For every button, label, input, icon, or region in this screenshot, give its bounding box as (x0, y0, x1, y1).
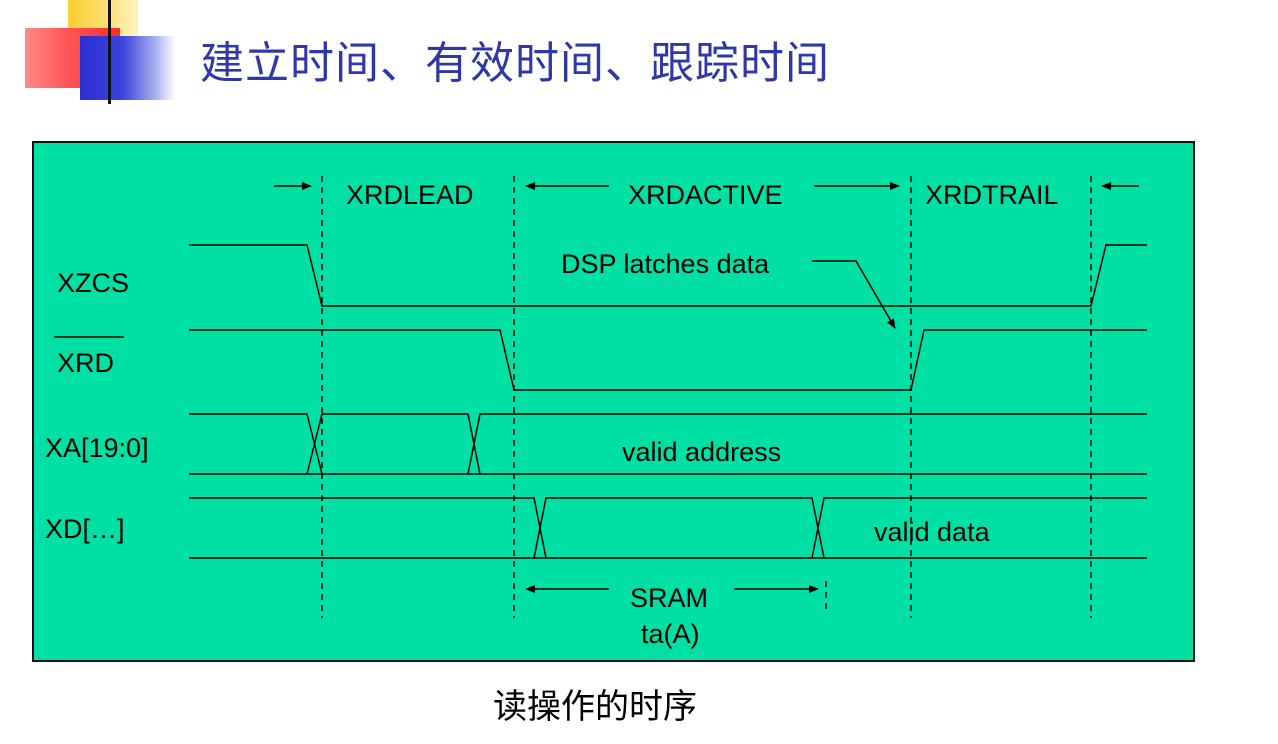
decor-vertical-line (108, 0, 111, 104)
bus-label-address: valid address (622, 437, 781, 467)
access-time-label-line1: SRAM (630, 583, 708, 613)
phase-label-lead: XRDLEAD (346, 180, 474, 210)
slide-title: 建立时间、有效时间、跟踪时间 (200, 38, 830, 89)
latch-annotation: DSP latches data (561, 249, 770, 279)
xrd-waveform (189, 329, 1147, 391)
access-time-label-line2: ta(A) (641, 619, 700, 649)
xa-bus-waveform (189, 413, 1147, 475)
bus-label-data: valid data (874, 517, 991, 547)
timing-diagram-svg: XRDLEAD XRDACTIVE XRDTRAIL DSP latches d… (45, 176, 1147, 649)
xd-bus-waveform (189, 497, 1147, 559)
signal-label-xzcs: XZCS (57, 268, 129, 298)
latch-pointer-arrow (812, 260, 896, 329)
timing-diagram: XRDLEAD XRDACTIVE XRDTRAIL DSP latches d… (32, 141, 1195, 662)
signal-label-xd: XD[…] (45, 514, 125, 544)
xzcs-waveform (189, 244, 1147, 307)
phase-label-active: XRDACTIVE (628, 180, 783, 210)
signal-label-xa: XA[19:0] (45, 433, 149, 463)
decor-blue-square (80, 36, 175, 100)
signal-label-xrd: XRD (57, 348, 114, 378)
diagram-caption: 读操作的时序 (493, 687, 697, 727)
phase-label-trail: XRDTRAIL (925, 180, 1059, 210)
